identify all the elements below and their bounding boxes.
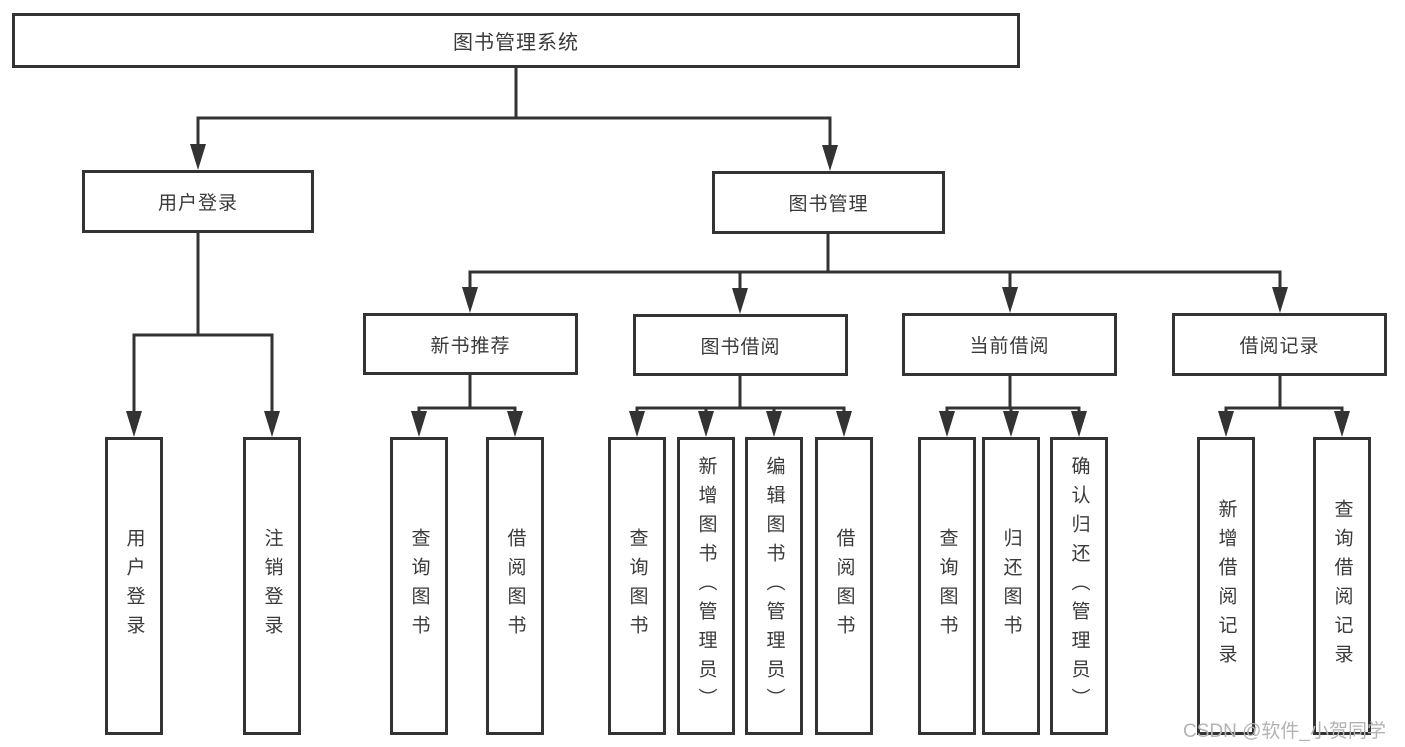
leaf-br-query-record: 查询借阅记录 bbox=[1313, 437, 1371, 735]
leaf-label: 用户登录 bbox=[123, 528, 145, 644]
leaf-label: 新增图书（管理员） bbox=[695, 455, 717, 717]
leaf-label: 新增借阅记录 bbox=[1215, 499, 1237, 673]
leaf-label: 查询图书 bbox=[408, 528, 430, 644]
leaf-cb-return-books: 归还图书 bbox=[982, 437, 1040, 735]
leaf-user-login: 用户登录 bbox=[105, 437, 163, 735]
node-label: 新书推荐 bbox=[430, 335, 511, 357]
leaf-label: 归还图书 bbox=[1000, 528, 1022, 644]
leaf-label: 查询借阅记录 bbox=[1331, 499, 1353, 673]
node-borrowing-records: 借阅记录 bbox=[1172, 313, 1387, 376]
leaf-bb-add-books-admin: 新增图书（管理员） bbox=[677, 437, 735, 735]
node-new-book-recommend: 新书推荐 bbox=[363, 313, 578, 375]
node-label: 图书管理 bbox=[788, 194, 869, 215]
node-library-management-system: 图书管理系统 bbox=[12, 13, 1020, 68]
leaf-logout: 注销登录 bbox=[243, 437, 301, 735]
leaf-label: 借阅图书 bbox=[833, 528, 855, 644]
leaf-label: 注销登录 bbox=[261, 528, 283, 644]
leaf-label: 借阅图书 bbox=[504, 528, 526, 644]
node-label: 当前借阅 bbox=[969, 336, 1050, 357]
node-label: 借阅记录 bbox=[1239, 336, 1320, 357]
leaf-label: 确认归还（管理员） bbox=[1068, 455, 1090, 717]
node-book-borrowing: 图书借阅 bbox=[633, 314, 848, 376]
node-label: 图书管理系统 bbox=[453, 32, 579, 54]
leaf-label: 编辑图书（管理员） bbox=[763, 455, 785, 717]
leaf-label: 查询图书 bbox=[936, 528, 958, 644]
leaf-cb-confirm-return-admin: 确认归还（管理员） bbox=[1050, 437, 1108, 735]
leaf-bb-edit-books-admin: 编辑图书（管理员） bbox=[745, 437, 803, 735]
leaf-cb-query-books: 查询图书 bbox=[918, 437, 976, 735]
leaf-label: 查询图书 bbox=[626, 528, 648, 644]
leaf-nbr-borrow-books: 借阅图书 bbox=[486, 437, 544, 735]
node-book-management: 图书管理 bbox=[712, 171, 945, 234]
leaf-br-add-record: 新增借阅记录 bbox=[1197, 437, 1255, 735]
node-current-borrowing: 当前借阅 bbox=[902, 313, 1117, 376]
leaf-bb-query-books: 查询图书 bbox=[608, 437, 666, 735]
leaf-nbr-query-books: 查询图书 bbox=[390, 437, 448, 735]
node-label: 用户登录 bbox=[157, 193, 238, 214]
node-user-login: 用户登录 bbox=[82, 170, 314, 233]
csdn-watermark: CSDN @软件_小贺同学 bbox=[1183, 721, 1386, 742]
leaf-bb-borrow-books: 借阅图书 bbox=[815, 437, 873, 735]
node-label: 图书借阅 bbox=[700, 336, 781, 358]
